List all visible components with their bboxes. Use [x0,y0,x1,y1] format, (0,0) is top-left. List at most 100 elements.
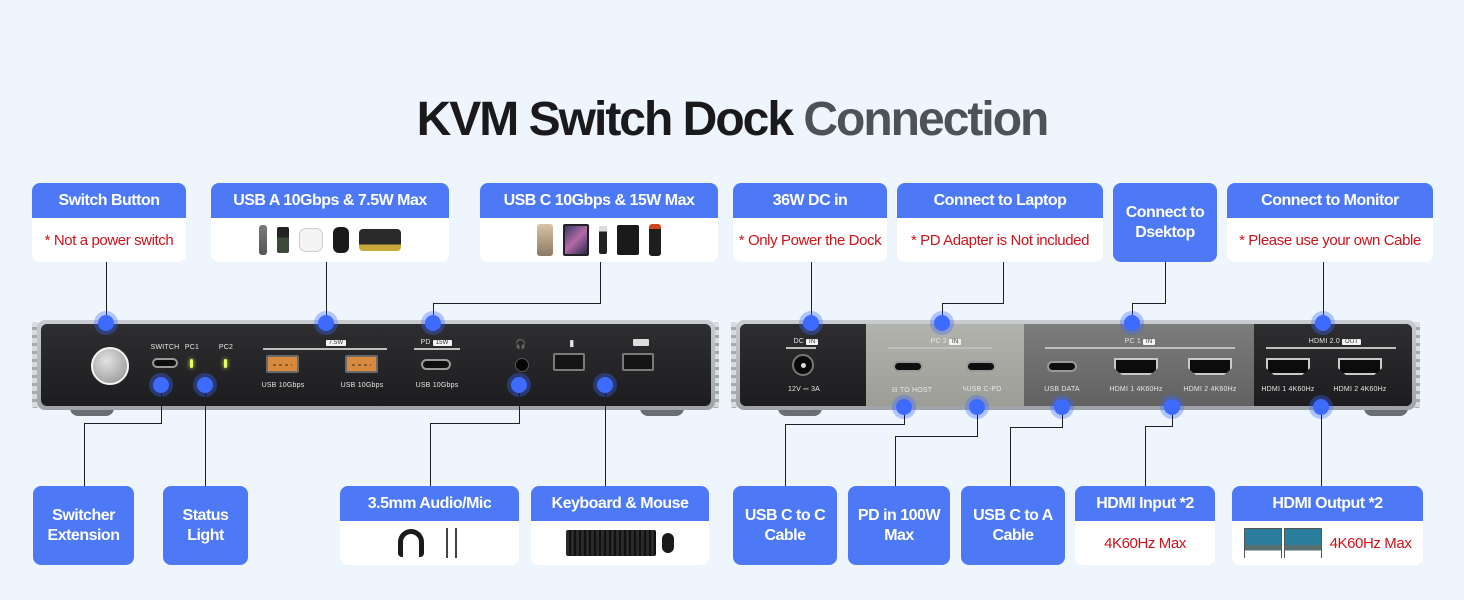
hotspot-hdmi-out[interactable] [1315,315,1331,331]
device-icons [211,218,449,262]
connector-line [1165,262,1166,304]
hotspot-usb-c-pd[interactable] [969,399,985,415]
connector-line [161,393,162,423]
audio-jack[interactable] [515,358,529,372]
hotspot-audio[interactable] [511,377,527,393]
usb-a-port-1[interactable] [266,355,299,373]
connector-line [895,436,896,486]
hdmi-2-out-label: HDMI 2 4K60Hz [1333,386,1387,393]
hotspot-keyboard-mouse[interactable] [597,377,613,393]
pc2-status-led [224,359,227,368]
usb-a-port-1-label: USB 10Gbps [261,382,305,389]
usba-group-rule [263,348,387,350]
out-tag: OUT [1341,339,1362,345]
external-hdd-icon [617,225,639,255]
hotspot-hdmi-in[interactable] [1164,399,1180,415]
switch-button[interactable] [91,347,129,385]
device-icons [531,521,709,565]
callout-header: USB C to A Cable [973,506,1053,544]
usba-power-tag: 7.5W [325,340,347,346]
pc1-text: PC 1 [1124,338,1141,345]
hdmi-out-rule [1266,347,1396,349]
pc2-text: PC 2 [930,338,947,345]
connector-line [430,423,520,424]
micro-usb-switch-port[interactable] [152,358,178,368]
pc2-usb-c-host-port[interactable] [893,361,923,372]
callout-connect-desktop: Connect to Dsektop [1113,183,1217,262]
dc-power-jack[interactable] [792,354,814,376]
hotspot-switcher-extension[interactable] [153,377,169,393]
portable-ssd-icon [649,224,661,256]
tablet-icon [563,224,589,256]
connector-line [600,262,601,304]
connector-line [1321,415,1322,486]
connector-line [1010,427,1063,428]
pd-rule [414,348,460,350]
laptop-icon: ⊟ [891,387,900,394]
hotspot-status-light[interactable] [197,377,213,393]
callout-connect-laptop: Connect to Laptop * PD Adapter is Not in… [897,183,1103,262]
connector-line [433,303,601,304]
callout-header: Connect to Laptop [897,183,1103,218]
device-icons [480,218,718,262]
connector-line [942,303,943,322]
usb-c-port[interactable] [421,359,451,370]
title-accent: Connection [803,93,1049,146]
hotspot-hdmi-out-bottom[interactable] [1313,399,1329,415]
callout-keyboard-mouse: Keyboard & Mouse [531,486,709,565]
callout-dc-in: 36W DC in * Only Power the Dock [733,183,887,262]
callout-note: * Only Power the Dock [738,231,882,249]
pc1-hdmi-1-input[interactable] [1114,358,1158,375]
connector-line [519,393,520,423]
dock-foot [640,408,684,416]
connector-line [84,423,162,424]
usb-c-pd-text: USB C-PD [966,386,1002,393]
callout-status-light: Status Light [163,486,248,565]
callout-body: 4K60Hz Max [1232,521,1423,565]
callout-header: HDMI Input *2 [1075,486,1215,521]
hotspot-usb-a[interactable] [318,315,334,331]
smartwatch-icon [333,227,349,253]
hotspot-usb-c[interactable] [425,315,441,331]
hdmi-2-output[interactable] [1338,358,1382,375]
connector-line [84,423,85,486]
connector-line [977,415,978,437]
pc2-usb-c-pd-port[interactable] [966,361,996,372]
hotspot-usb-data[interactable] [1054,399,1070,415]
connector-line [904,415,905,425]
keyboard-icon [633,339,649,346]
hdmi-1-output[interactable] [1266,358,1310,375]
hotspot-to-host[interactable] [896,399,912,415]
usb-c-port-label: USB 10Gbps [415,382,459,389]
hotspot-switch-button[interactable] [98,315,114,331]
connector-line [430,423,431,486]
dock-fin [713,322,719,408]
callout-header: USB C 10Gbps & 15W Max [480,183,718,218]
hotspot-pc2[interactable] [934,315,950,331]
callout-usb-c-to-a: USB C to A Cable [961,486,1065,565]
callout-header: Switch Button [32,183,186,218]
usb-a-mouse-port[interactable] [553,353,585,371]
callout-switch-button: Switch Button * Not a power switch [32,183,186,262]
connector-line [895,436,978,437]
callout-note: * Not a power switch [44,231,174,249]
callout-header: Connect to Dsektop [1125,203,1205,241]
connector-line [106,262,107,322]
usb-a-port-2[interactable] [345,355,378,373]
smartphone-icon [537,224,553,256]
callout-header: Switcher Extension [47,506,120,544]
pc1-hdmi-2-input[interactable] [1188,358,1232,375]
usb-a-keyboard-port[interactable] [622,353,654,371]
usb-a-port-2-label: USB 10Gbps [340,382,384,389]
dock-foot [1364,408,1408,416]
in-tag: IN [1142,339,1156,345]
callout-header: USB C to C Cable [744,506,826,544]
connector-line [326,262,327,322]
pc1-usb-data-port[interactable] [1047,361,1077,372]
hotspot-dc-in[interactable] [803,315,819,331]
callout-usb-c: USB C 10Gbps & 15W Max [480,183,718,262]
hotspot-pc1[interactable] [1124,315,1140,331]
